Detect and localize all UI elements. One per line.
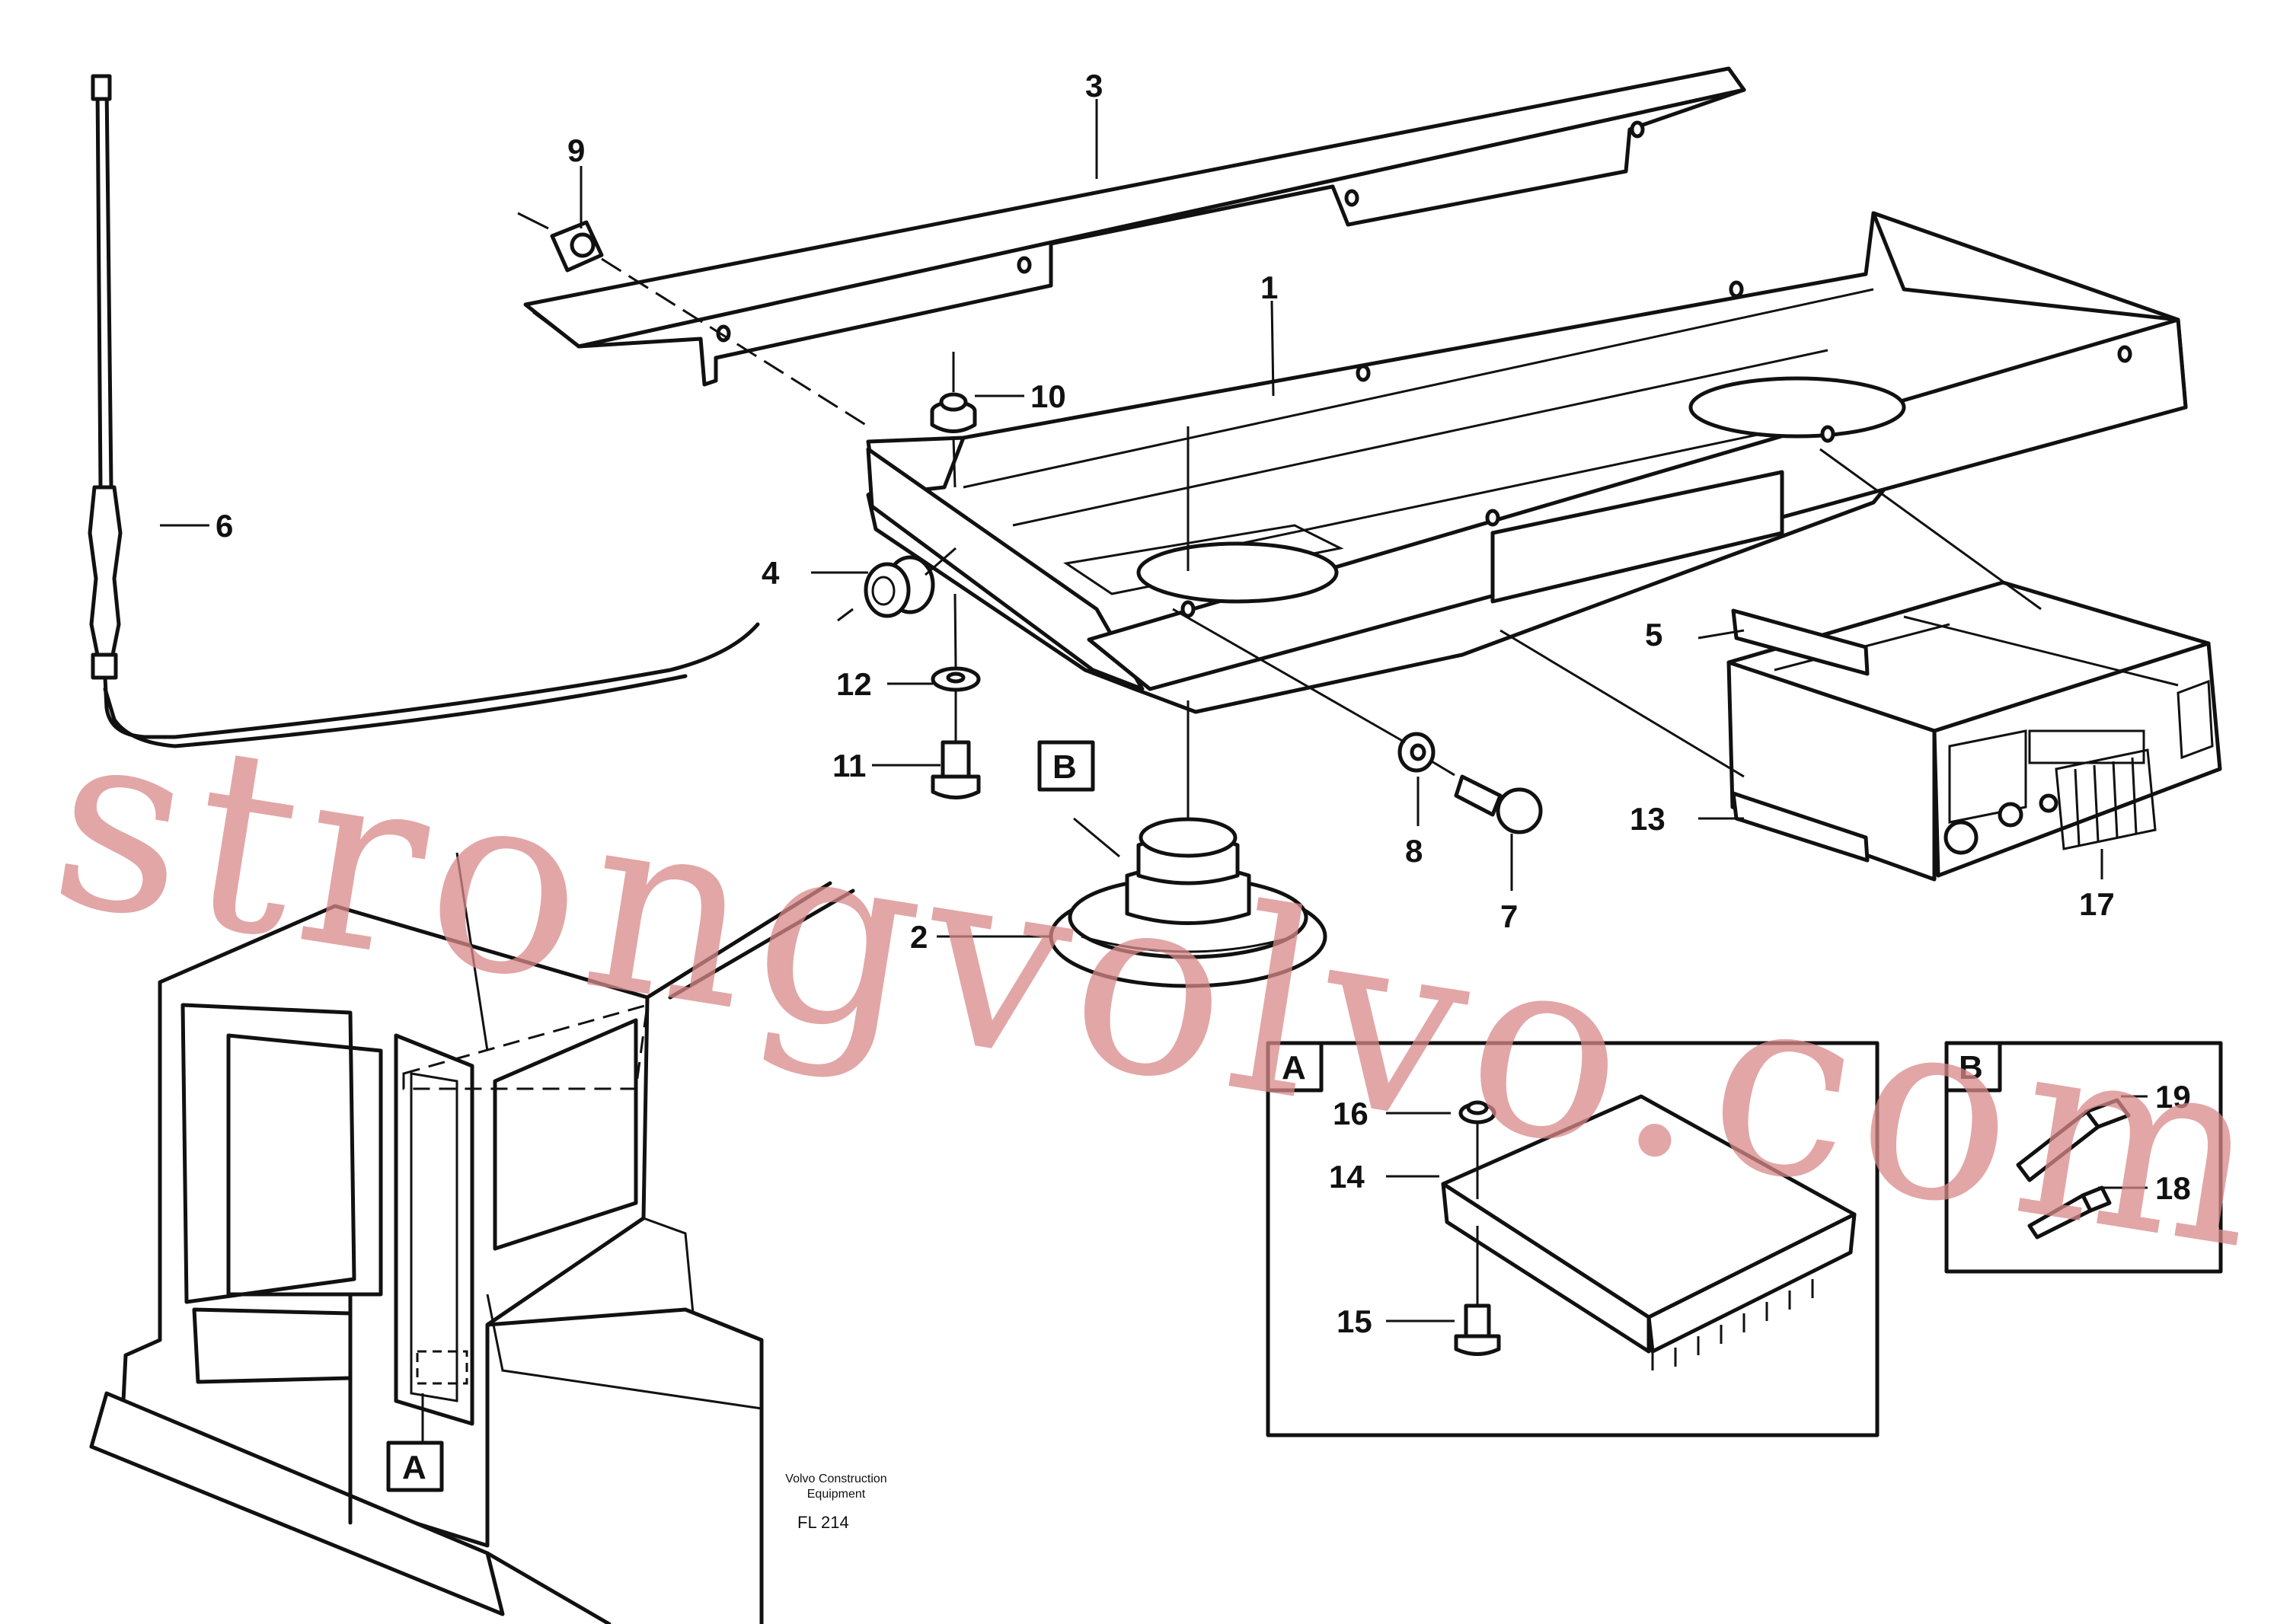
callout-14: 14 xyxy=(1329,1159,1365,1195)
console-box xyxy=(866,211,2188,714)
callout-6: 6 xyxy=(216,508,233,544)
trim-strip xyxy=(523,66,1746,387)
washer-8 xyxy=(1172,608,1455,777)
callout-2: 2 xyxy=(910,919,928,955)
machine-cab xyxy=(89,852,855,1624)
antenna xyxy=(88,74,760,748)
radio-unit xyxy=(1499,448,2222,882)
callout-13: 13 xyxy=(1630,801,1666,837)
nut-10 xyxy=(930,352,977,488)
callout-7: 7 xyxy=(1500,898,1518,934)
callout-19: 19 xyxy=(2155,1079,2191,1115)
speaker xyxy=(1049,426,1327,988)
screw-7 xyxy=(1454,774,1543,834)
callout-16: 16 xyxy=(1333,1096,1369,1131)
washer-12 xyxy=(931,593,981,746)
svg-text:B: B xyxy=(1052,748,1077,786)
detail-label-a-cab: A xyxy=(386,1441,444,1492)
figure-code: FL 214 xyxy=(797,1513,849,1532)
svg-text:B: B xyxy=(1959,1049,1983,1086)
detail-label-a-box: A xyxy=(1266,1041,1324,1093)
nut-9 xyxy=(517,212,869,428)
detail-a-box xyxy=(1266,1041,1880,1437)
callout-15: 15 xyxy=(1337,1303,1372,1339)
callout-12: 12 xyxy=(836,666,872,702)
callout-17: 17 xyxy=(2079,886,2115,922)
callout-3: 3 xyxy=(1085,68,1103,104)
callout-1: 1 xyxy=(1260,270,1278,305)
footer-line-2: Equipment xyxy=(807,1488,866,1501)
grommet-4 xyxy=(837,547,957,622)
svg-text:A: A xyxy=(1282,1049,1306,1086)
callout-5: 5 xyxy=(1645,617,1662,652)
callout-11: 11 xyxy=(832,748,866,783)
svg-text:A: A xyxy=(402,1449,426,1486)
screw-11 xyxy=(931,740,981,799)
footer-line-1: Volvo Construction xyxy=(785,1472,886,1485)
detail-label-b-box: B xyxy=(1944,1041,2002,1093)
callout-9: 9 xyxy=(567,132,585,168)
callout-8: 8 xyxy=(1405,833,1423,869)
callout-4: 4 xyxy=(762,555,780,591)
callout-18: 18 xyxy=(2155,1170,2191,1206)
callout-10: 10 xyxy=(1030,378,1066,414)
detail-label-b-main: B xyxy=(1037,740,1095,792)
leader-lines xyxy=(160,99,2148,1322)
detail-b-box xyxy=(1944,1041,2223,1274)
